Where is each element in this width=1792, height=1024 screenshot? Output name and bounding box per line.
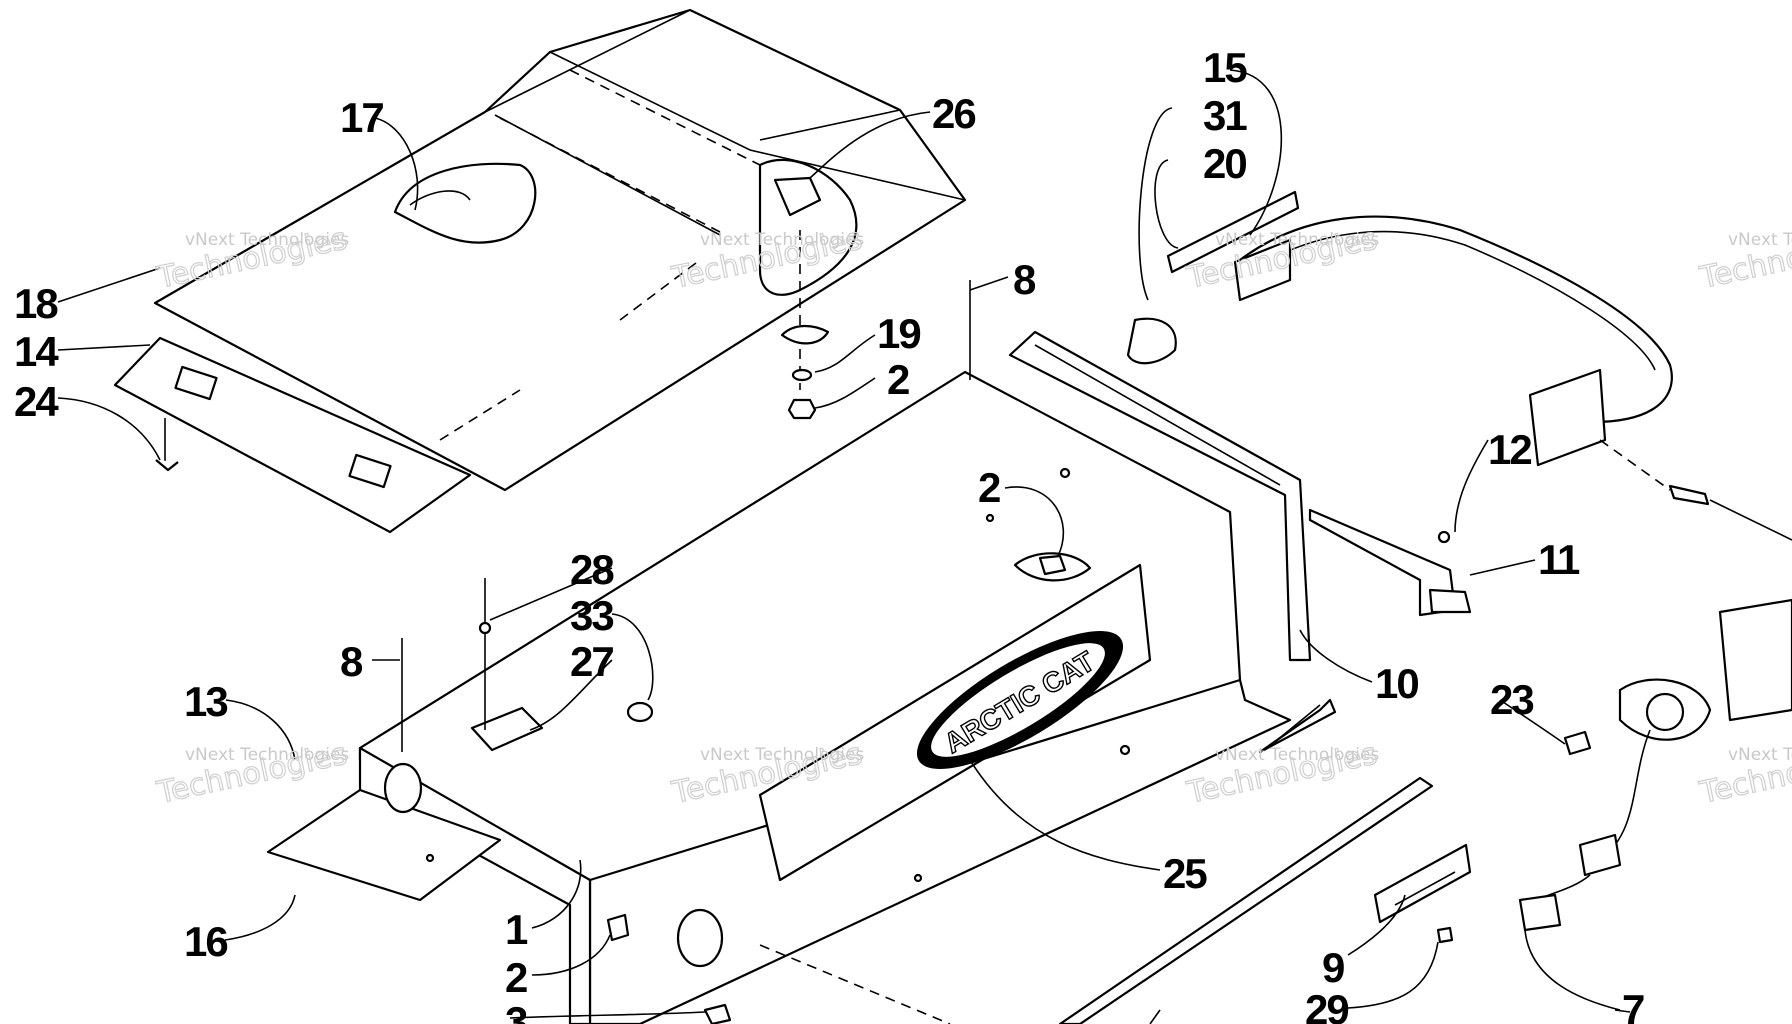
light-socket — [1645, 692, 1685, 732]
box-plug — [626, 701, 654, 723]
seat-hardware — [780, 230, 830, 420]
callout-20: 20 — [1203, 140, 1246, 187]
lower-bolt-head — [606, 913, 630, 942]
callout-1: 1 — [505, 906, 528, 953]
box-left-hole — [383, 762, 423, 814]
callout-24: 24 — [14, 378, 59, 425]
handle-bar — [1239, 215, 1673, 424]
handle-cap — [1126, 317, 1177, 365]
callout-8: 8 — [340, 638, 363, 685]
washer-icon — [791, 368, 813, 382]
callout-10: 10 — [1375, 660, 1418, 707]
bolt-head — [1038, 554, 1067, 576]
handle-plate — [1166, 190, 1300, 274]
seat-base-slot-2 — [348, 453, 392, 489]
callout-28: 28 — [570, 546, 614, 593]
callout-11: 11 — [1538, 536, 1580, 583]
callout-12: 12 — [1488, 426, 1531, 473]
light-housing — [1718, 598, 1792, 722]
trim-strip-bar — [1058, 776, 1434, 1024]
seat-bracket — [773, 176, 822, 217]
seat-clip — [155, 459, 179, 472]
callout-23: 23 — [1490, 676, 1533, 723]
callout-15: 15 — [1203, 44, 1247, 91]
box-front — [588, 678, 1292, 1024]
seat-base-slot-1 — [174, 365, 218, 401]
watermark-text: vNext Technologies — [1215, 745, 1379, 765]
harness-connector-upper — [1578, 833, 1622, 877]
callout-14: 14 — [14, 328, 59, 375]
seat-foam-cutout — [393, 162, 537, 244]
light-nut — [1563, 730, 1592, 756]
watermark-text: vNext Technologies — [1728, 745, 1792, 765]
handle-assembly — [1126, 190, 1792, 617]
seat-cover-assembly — [113, 8, 967, 534]
harness-connector-lower — [1518, 893, 1562, 932]
latch-plate — [470, 706, 544, 752]
watermark-text: vNext Technologies — [1728, 230, 1792, 250]
callout-29: 29 — [1305, 986, 1348, 1024]
box-front-hole — [676, 908, 724, 968]
callout-13: 13 — [184, 678, 227, 725]
callout-33: 33 — [570, 592, 613, 639]
reflector-plate — [1373, 843, 1472, 924]
leader-lines — [57, 69, 1631, 1019]
callout-19: 19 — [877, 310, 920, 357]
box-left-flange — [266, 788, 502, 902]
callout-2: 2 — [505, 954, 527, 1001]
callout-labels: 17 26 15 31 20 18 14 24 8 19 2 12 2 11 2… — [14, 44, 1646, 1024]
callout-9: 9 — [1322, 944, 1344, 991]
handle-bolt — [1668, 484, 1710, 506]
callout-26: 26 — [932, 90, 975, 137]
callout-25: 25 — [1163, 850, 1207, 897]
storage-box: ARCTIC CAT — [266, 280, 1337, 1024]
watermark-text: vNext Technologies — [185, 745, 349, 765]
light-assembly — [1373, 598, 1792, 1011]
callout-16: 16 — [184, 918, 227, 965]
seat-top — [153, 8, 967, 492]
seat-gasket — [780, 324, 830, 345]
lower-screw — [703, 1003, 732, 1024]
nut-icon — [787, 398, 817, 420]
hinge-pin — [1428, 588, 1472, 614]
callout-17: 17 — [340, 94, 383, 141]
callout-2: 2 — [978, 464, 1000, 511]
watermark-text: vNext Technologies — [185, 230, 349, 250]
watermark-text: vNext Technologies — [700, 230, 864, 250]
box-rear-panel — [1008, 330, 1312, 662]
lower-hardware — [606, 913, 951, 1024]
callout-3: 3 — [505, 998, 527, 1024]
handle-mount-left — [1233, 238, 1292, 302]
callout-31: 31 — [1203, 92, 1247, 139]
callout-2: 2 — [887, 356, 909, 403]
handle-mount-right — [1528, 368, 1607, 467]
callout-8: 8 — [1013, 256, 1036, 303]
hinge-bracket — [1308, 508, 1457, 617]
watermark-text: vNext Technologies — [700, 745, 864, 765]
trim-strip — [1058, 776, 1434, 1024]
reflector-screw — [1436, 926, 1454, 944]
callout-18: 18 — [14, 280, 58, 327]
watermark-text: vNext Technologies — [1215, 230, 1379, 250]
callout-27: 27 — [570, 638, 613, 685]
callout-7: 7 — [1622, 986, 1644, 1024]
